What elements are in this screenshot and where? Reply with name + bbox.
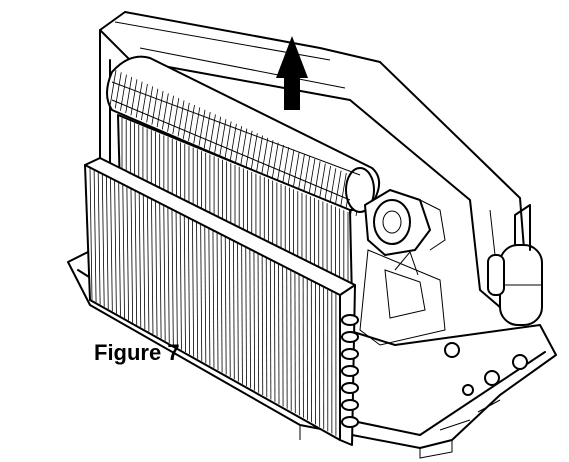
coil-tube-ends bbox=[341, 314, 359, 428]
drain-pan bbox=[359, 249, 446, 346]
tube-end bbox=[341, 314, 359, 326]
blower-wheel bbox=[106, 55, 380, 217]
compressor bbox=[487, 204, 543, 326]
tube-end bbox=[341, 365, 359, 377]
figure-caption: Figure 7 bbox=[94, 340, 180, 365]
tube-end bbox=[341, 331, 359, 343]
tube-end bbox=[341, 348, 359, 360]
tube-end bbox=[341, 382, 359, 394]
fan-motor bbox=[364, 189, 446, 256]
tube-end bbox=[341, 399, 359, 411]
up-arrow-icon bbox=[276, 36, 308, 110]
tube-end bbox=[341, 416, 359, 428]
mounting-bolts bbox=[444, 342, 528, 396]
condenser-coil bbox=[84, 157, 356, 446]
